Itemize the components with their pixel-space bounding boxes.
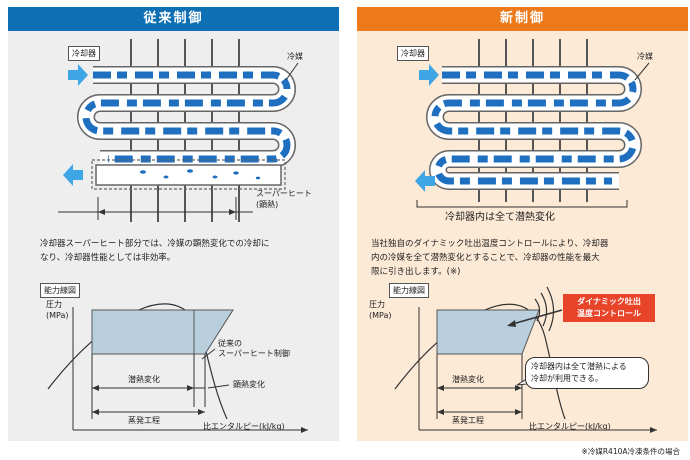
cooler-label: 冷却器: [397, 46, 429, 61]
description-text: 冷却器スーパーヒート部分では、冷媒の顕熱変化での冷却に なり、冷却器性能としては…: [40, 239, 270, 263]
conventional-control-panel: 従来制御: [8, 7, 339, 441]
description-text: 当社独自のダイナミック吐出温度コントロールにより、冷却器 内の冷媒を全て潜熱変化…: [371, 239, 609, 277]
refrigerant-label: 冷媒: [637, 52, 653, 61]
latent-benefit-bubble: 冷却器内は全て潜熱による 冷却が利用できる。: [525, 357, 649, 389]
y-axis-label: 圧力 (MPa): [369, 300, 392, 320]
conventional-cooler-diagram: [47, 39, 308, 433]
dynamic-control-box: ダイナミック吐出 温度コントロール: [563, 294, 655, 322]
latent-heat-label: 潜熱変化: [452, 375, 484, 384]
panel-title: 従来制御: [8, 7, 339, 31]
footnote: ※冷媒R410A冷凍条件の場合: [581, 447, 680, 456]
y-axis-label: 圧力 (MPa): [46, 300, 69, 320]
new-cooler-diagram: [394, 39, 657, 433]
x-axis-label: 比エンタルピー(kJ/kg): [529, 422, 611, 431]
new-control-panel: 新制御: [357, 7, 688, 441]
panel-title: 新制御: [357, 7, 688, 31]
refrigerant-label: 冷媒: [287, 52, 303, 61]
sensible-heat-label: 顕熱変化: [233, 380, 265, 389]
superheat-label: スーパーヒート (顕熱): [256, 189, 312, 209]
latent-heat-label: 潜熱変化: [128, 375, 160, 384]
cooler-label: 冷却器: [68, 46, 100, 61]
all-latent-caption: 冷却器内は全て潜熱変化: [445, 212, 555, 223]
evaporation-label: 蒸発工程: [128, 416, 160, 425]
chart-title: 能力線図: [389, 283, 429, 298]
superheat-control-annotation: 従来の スーパーヒート制御: [218, 339, 290, 358]
chart-title: 能力線図: [40, 283, 80, 298]
x-axis-label: 比エンタルピー(kJ/kg): [203, 422, 285, 431]
evaporation-label: 蒸発工程: [452, 416, 484, 425]
